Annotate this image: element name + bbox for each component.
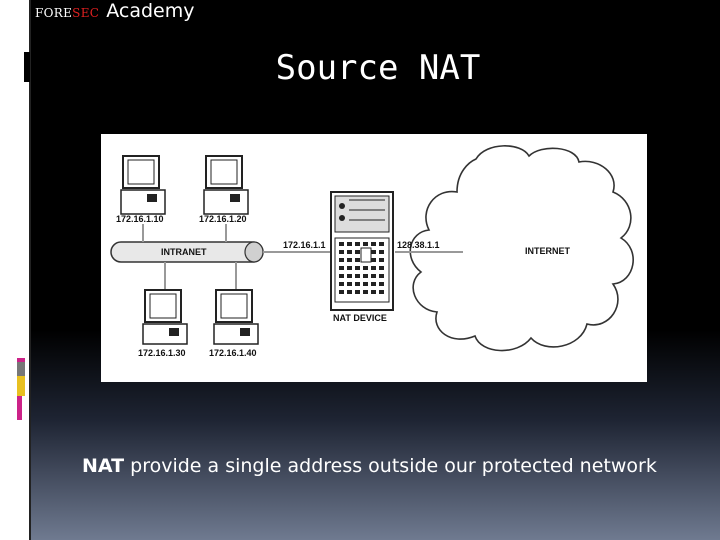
computer-icon (213, 289, 259, 345)
internet-label: INTERNET (525, 246, 571, 256)
outside-ip-label: 128.38.1.1 (397, 240, 440, 250)
nat-diagram: 172.16.1.10 172.16.1.20 172.16.1.30 172.… (101, 134, 647, 382)
title-marker-inner (24, 52, 30, 82)
brand-academy: Academy (106, 0, 195, 22)
computer-icon (120, 155, 166, 215)
slide-caption: NAT provide a single address outside our… (82, 455, 657, 477)
brand-sec: SEC (72, 6, 100, 20)
host-ip-label: 172.16.1.40 (209, 348, 257, 358)
accent-bar-gray (17, 362, 25, 376)
brand-fore: FORE (35, 6, 73, 20)
intranet-bus-end (244, 241, 264, 263)
slide-title: Source NAT (275, 48, 481, 88)
server-icon (330, 191, 394, 311)
intranet-label: INTRANET (161, 247, 207, 257)
host-ip-label: 172.16.1.10 (116, 214, 164, 224)
internet-cloud (409, 145, 634, 352)
nat-device-label: NAT DEVICE (333, 313, 387, 323)
host-ip-label: 172.16.1.20 (199, 214, 247, 224)
inside-ip-label: 172.16.1.1 (283, 240, 326, 250)
computer-icon (203, 155, 249, 215)
caption-text: provide a single address outside our pro… (124, 455, 657, 477)
computer-icon (142, 289, 188, 345)
left-divider-line (29, 0, 31, 540)
host-ip-label: 172.16.1.30 (138, 348, 186, 358)
accent-bar-yellow (17, 376, 25, 396)
caption-bold: NAT (82, 455, 125, 477)
left-margin-strip (0, 0, 29, 540)
accent-bar-magenta-2 (17, 396, 22, 420)
